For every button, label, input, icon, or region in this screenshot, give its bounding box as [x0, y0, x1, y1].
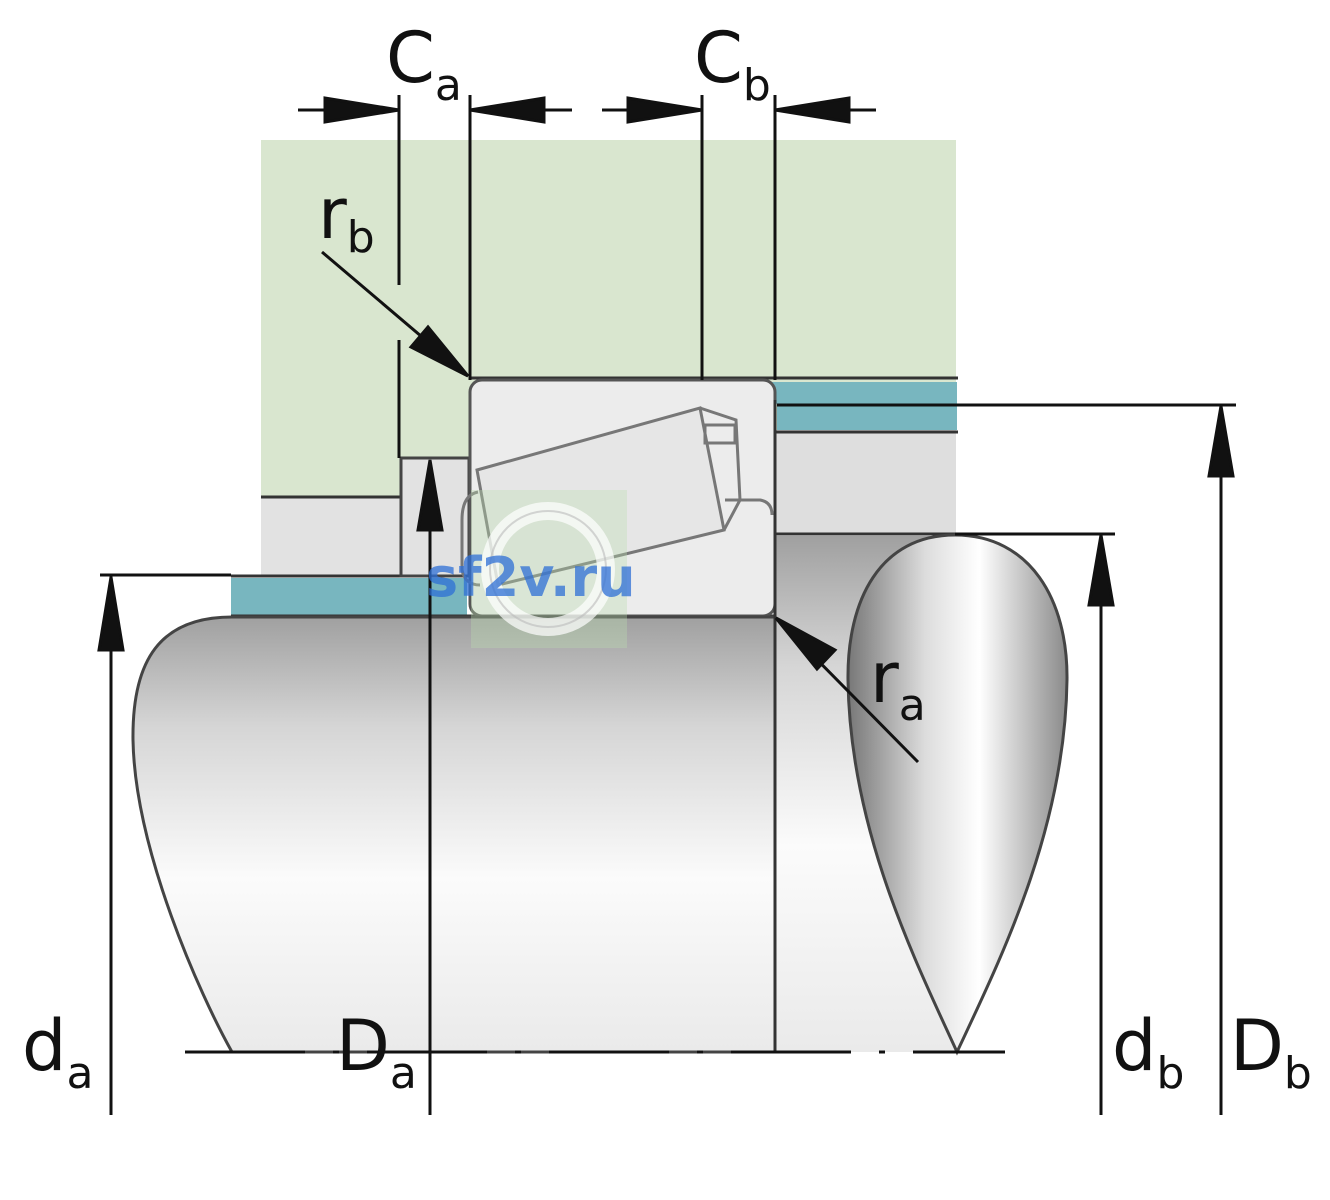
extension-lines — [100, 95, 1236, 577]
label-db: db — [1112, 1005, 1184, 1099]
label-Cb: Cb — [694, 17, 771, 111]
shaft — [131, 615, 777, 1054]
watermark: sf2v.ru — [426, 490, 636, 648]
label-da: da — [22, 1005, 93, 1099]
label-Da: Da — [336, 1005, 417, 1099]
label-Db: Db — [1230, 1005, 1312, 1099]
housing-ring-strip — [261, 498, 401, 576]
dimension-arrows — [97, 96, 1235, 1115]
outer-ring-block — [775, 430, 956, 534]
watermark-text: sf2v.ru — [426, 546, 636, 609]
label-ra: ra — [870, 637, 926, 731]
label-rb: rb — [318, 173, 375, 263]
label-Ca: Ca — [386, 17, 462, 111]
outer-sleeve-lower — [777, 405, 957, 430]
inner-sleeve — [231, 578, 467, 615]
